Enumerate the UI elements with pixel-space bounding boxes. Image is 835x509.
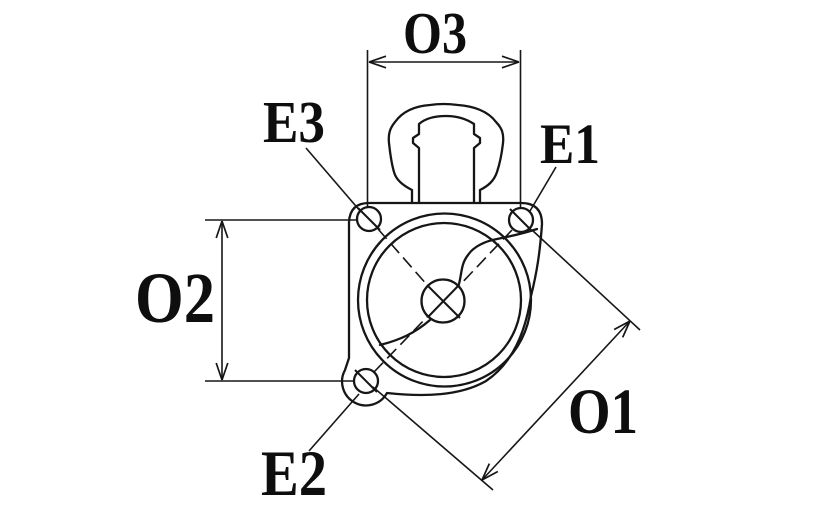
solenoid-tab-outer-outline: [387, 102, 505, 205]
hole-centermark-e3: [357, 207, 381, 231]
leader-e2: [308, 393, 360, 452]
o1-extension-line-lower: [372, 386, 494, 491]
pilot-bore-outer-circle: [356, 212, 533, 388]
leader-e1: [529, 166, 557, 212]
label-e3: E3: [263, 89, 325, 155]
label-o1: O1: [568, 376, 638, 448]
label-e2: E2: [261, 438, 327, 509]
hole-centermark-e1: [509, 208, 533, 232]
shaft-bore-centermark-2: [427, 284, 460, 318]
flange-outline: [340, 201, 544, 407]
centerline-e3: [377, 228, 429, 287]
o1-dimension-line: [481, 320, 631, 481]
label-o3: O3: [403, 0, 467, 66]
centerline-e2: [373, 315, 429, 373]
pilot-bore-inner-circle: [365, 221, 523, 379]
lever-contour-upper: [457, 227, 539, 286]
label-o2: O2: [135, 258, 215, 338]
solenoid-tab-inner-outline: [411, 114, 482, 205]
centerline-e1: [457, 229, 513, 288]
mounting-hole-e3: [355, 205, 383, 233]
shaft-bore-circle: [420, 278, 466, 324]
o1-extension-line-upper: [531, 229, 641, 331]
label-e1: E1: [540, 113, 600, 176]
lever-contour-lower: [378, 318, 432, 347]
leader-e3: [305, 147, 362, 213]
